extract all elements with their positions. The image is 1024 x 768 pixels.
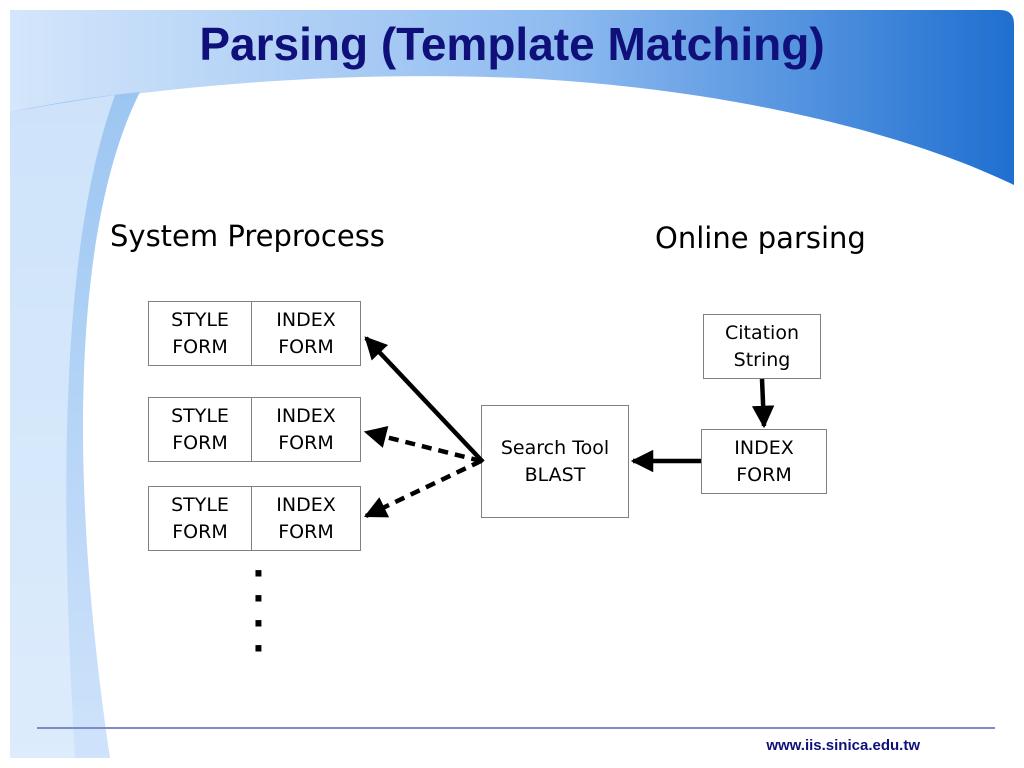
online-index-form-box: INDEX FORM (701, 429, 827, 494)
citation-string-box: Citation String (703, 314, 821, 379)
top-wave-band (10, 10, 1014, 185)
index-form-3: INDEX FORM (251, 486, 361, 551)
index-form-1: INDEX FORM (251, 301, 361, 366)
slide-title: Parsing (Template Matching) (199, 18, 825, 70)
footer-url[interactable]: www.iis.sinica.edu.tw (766, 737, 920, 754)
left-wave-highlight (10, 95, 115, 758)
arrow-search-to-index-form-2 (363, 426, 482, 464)
footer-divider (37, 727, 995, 729)
right-heading: Online parsing (655, 221, 866, 255)
style-form-3: STYLE FORM (148, 486, 252, 551)
arrow-search-to-index-form-1 (364, 336, 485, 464)
left-heading: System Preprocess (110, 219, 385, 253)
style-form-1: STYLE FORM (148, 301, 252, 366)
arrow-search-to-index-form-3 (363, 458, 482, 519)
index-form-2: INDEX FORM (251, 397, 361, 462)
search-tool-box: Search Tool BLAST (481, 405, 629, 518)
arrow-citation-to-index-form (751, 378, 775, 429)
